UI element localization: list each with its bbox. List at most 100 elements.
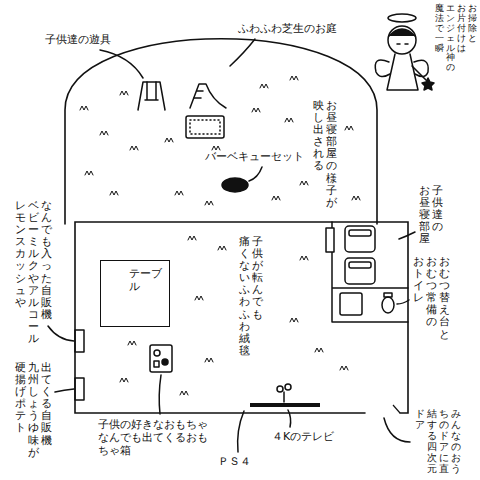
grass-tuft bbox=[120, 91, 128, 95]
leader-line bbox=[55, 389, 74, 392]
door-leaf bbox=[393, 405, 400, 413]
leader-line bbox=[384, 418, 410, 442]
toy-box bbox=[150, 345, 172, 372]
callout-label: ４Kのテレビ bbox=[272, 430, 334, 443]
grass-tuft bbox=[252, 108, 260, 112]
grass-tuft bbox=[165, 138, 173, 142]
leader-line bbox=[230, 39, 255, 66]
leader-line bbox=[48, 326, 74, 341]
text-column: おトイレ bbox=[413, 256, 424, 304]
callout-label: ふわふわ芝生のお庭 bbox=[238, 22, 337, 35]
label-holder: 子供達の遊具 bbox=[45, 33, 111, 46]
text-column: 痛くないふわふわ絨毯 bbox=[239, 236, 250, 357]
text-column: なんでも入った自販機 bbox=[41, 200, 52, 321]
label-holder: おむつ替え台とおむつ常備のおトイレ bbox=[412, 256, 451, 341]
grass-tuft bbox=[352, 196, 360, 200]
grass-tuft bbox=[120, 378, 128, 382]
label-holder: 子供の好きなおもちゃなんでも出てくるおもちゃ箱 bbox=[98, 418, 210, 458]
grass-tuft bbox=[128, 341, 136, 345]
text-column: 硬揚げポテト bbox=[15, 362, 26, 435]
text-column: おむつ替え台と bbox=[439, 256, 450, 341]
text-column: ドア bbox=[415, 408, 425, 430]
grass-tuft bbox=[272, 196, 280, 200]
grass-tuft bbox=[85, 171, 93, 175]
text-column: お昼寝部屋の様子が bbox=[326, 100, 337, 209]
outline-path bbox=[75, 222, 408, 413]
text-column: お昼寝部屋 bbox=[419, 185, 430, 245]
tv bbox=[250, 403, 320, 407]
label-holder: ＰＳ４ bbox=[218, 455, 251, 468]
grass-tuft bbox=[180, 391, 188, 395]
text-column: お片付けは bbox=[457, 4, 466, 53]
label-holder: レモンスカッシュやベビーミルクやアルコールなんでも入った自販機 bbox=[14, 200, 53, 345]
grass-tuft bbox=[130, 146, 138, 150]
label-holder: お掃除とお片付けはエンジェル神の魔法で一瞬 bbox=[434, 4, 478, 73]
table-label: テーブル bbox=[129, 267, 169, 293]
callout-label: ＰＳ４ bbox=[218, 455, 251, 468]
callout-label: 硬揚げポテト九州しょうゆ味が出てくる自販機 bbox=[14, 362, 53, 459]
callout-label: レモンスカッシュやベビーミルクやアルコールなんでも入った自販機 bbox=[14, 200, 53, 345]
callout-label: みんなのおうちのドアに直結する四次元ドア bbox=[414, 408, 462, 474]
text-column: エンジェル神の bbox=[446, 4, 455, 73]
room-area: テーブル 子供が転んでも痛くないふわふわ絨毯 bbox=[75, 222, 408, 413]
garden-area: バーベキューセットお昼寝部屋の様子が映し出される bbox=[65, 30, 377, 224]
leader-line bbox=[399, 232, 415, 239]
text-column: ちのドアに直 bbox=[439, 408, 449, 474]
grass-tuft bbox=[212, 146, 220, 150]
note-text: お昼寝部屋の様子が映し出される bbox=[312, 100, 338, 209]
text-column: 子供達の bbox=[432, 185, 443, 233]
grass-tuft bbox=[345, 126, 353, 130]
note-text: お掃除とお片付けはエンジェル神の魔法で一瞬 bbox=[434, 4, 478, 73]
leader-lines bbox=[48, 39, 415, 452]
grass-tuft bbox=[340, 366, 348, 370]
text-column: 九州しょうゆ味が bbox=[28, 362, 39, 459]
toilet bbox=[340, 293, 394, 315]
barbecue-grill bbox=[222, 178, 248, 192]
text-column: みんなのおう bbox=[451, 408, 461, 474]
grass-tuft bbox=[110, 191, 118, 195]
grass-tuft bbox=[290, 76, 298, 80]
leader-line bbox=[238, 411, 244, 452]
grass-tuft bbox=[188, 236, 196, 240]
text-holder: お昼寝部屋の様子が映し出される bbox=[312, 100, 338, 209]
callout-label: おむつ替え台とおむつ常備のおトイレ bbox=[412, 256, 451, 341]
sandbox bbox=[186, 116, 224, 138]
angel bbox=[375, 14, 434, 90]
grass-tuft bbox=[290, 318, 298, 322]
text-holder: バーベキューセット bbox=[205, 150, 304, 163]
grass-tuft bbox=[100, 131, 108, 135]
nap-room bbox=[326, 222, 408, 322]
text-column: お掃除と bbox=[468, 4, 477, 44]
grass-tuft bbox=[80, 106, 88, 110]
leader-line bbox=[159, 375, 161, 414]
label-holder: 硬揚げポテト九州しょうゆ味が出てくる自販機 bbox=[14, 362, 53, 459]
slide bbox=[190, 84, 226, 108]
grass-tuft bbox=[195, 296, 203, 300]
text-holder: 子供が転んでも痛くないふわふわ絨毯 bbox=[238, 236, 264, 357]
callout-label: 子供達のお昼寝部屋 bbox=[418, 185, 444, 245]
text-holder: テーブル bbox=[129, 267, 169, 293]
table-box: テーブル bbox=[100, 260, 170, 327]
grass-tuft bbox=[205, 358, 213, 362]
grass-tuft bbox=[260, 84, 268, 88]
grass-tuft bbox=[300, 181, 308, 185]
text-column: ベビーミルクやアルコール bbox=[28, 200, 39, 345]
label-holder: ふわふわ芝生のお庭 bbox=[238, 22, 337, 35]
callout-label: 子供の好きなおもちゃなんでも出てくるおもちゃ箱 bbox=[98, 418, 210, 458]
text-column: 映し出される bbox=[313, 100, 324, 173]
label-holder: 子供達のお昼寝部屋 bbox=[418, 185, 444, 245]
grass-tufts bbox=[80, 76, 360, 395]
callout-label: 子供達の遊具 bbox=[45, 33, 111, 46]
text-column: 出てくる自販機 bbox=[41, 362, 52, 447]
potato-vending-machine bbox=[75, 378, 84, 400]
equipment-label: バーベキューセット bbox=[205, 150, 304, 163]
text-column: おむつ常備の bbox=[426, 256, 437, 329]
text-column: 魔法で一瞬 bbox=[435, 4, 444, 53]
swing bbox=[138, 82, 165, 110]
grass-tuft bbox=[300, 256, 308, 260]
label-holder: ４Kのテレビ bbox=[272, 430, 334, 443]
drink-vending-machine bbox=[75, 330, 84, 352]
grass-tuft bbox=[175, 191, 183, 195]
note-text: 子供が転んでも痛くないふわふわ絨毯 bbox=[238, 236, 264, 357]
grass-tuft bbox=[285, 118, 293, 122]
